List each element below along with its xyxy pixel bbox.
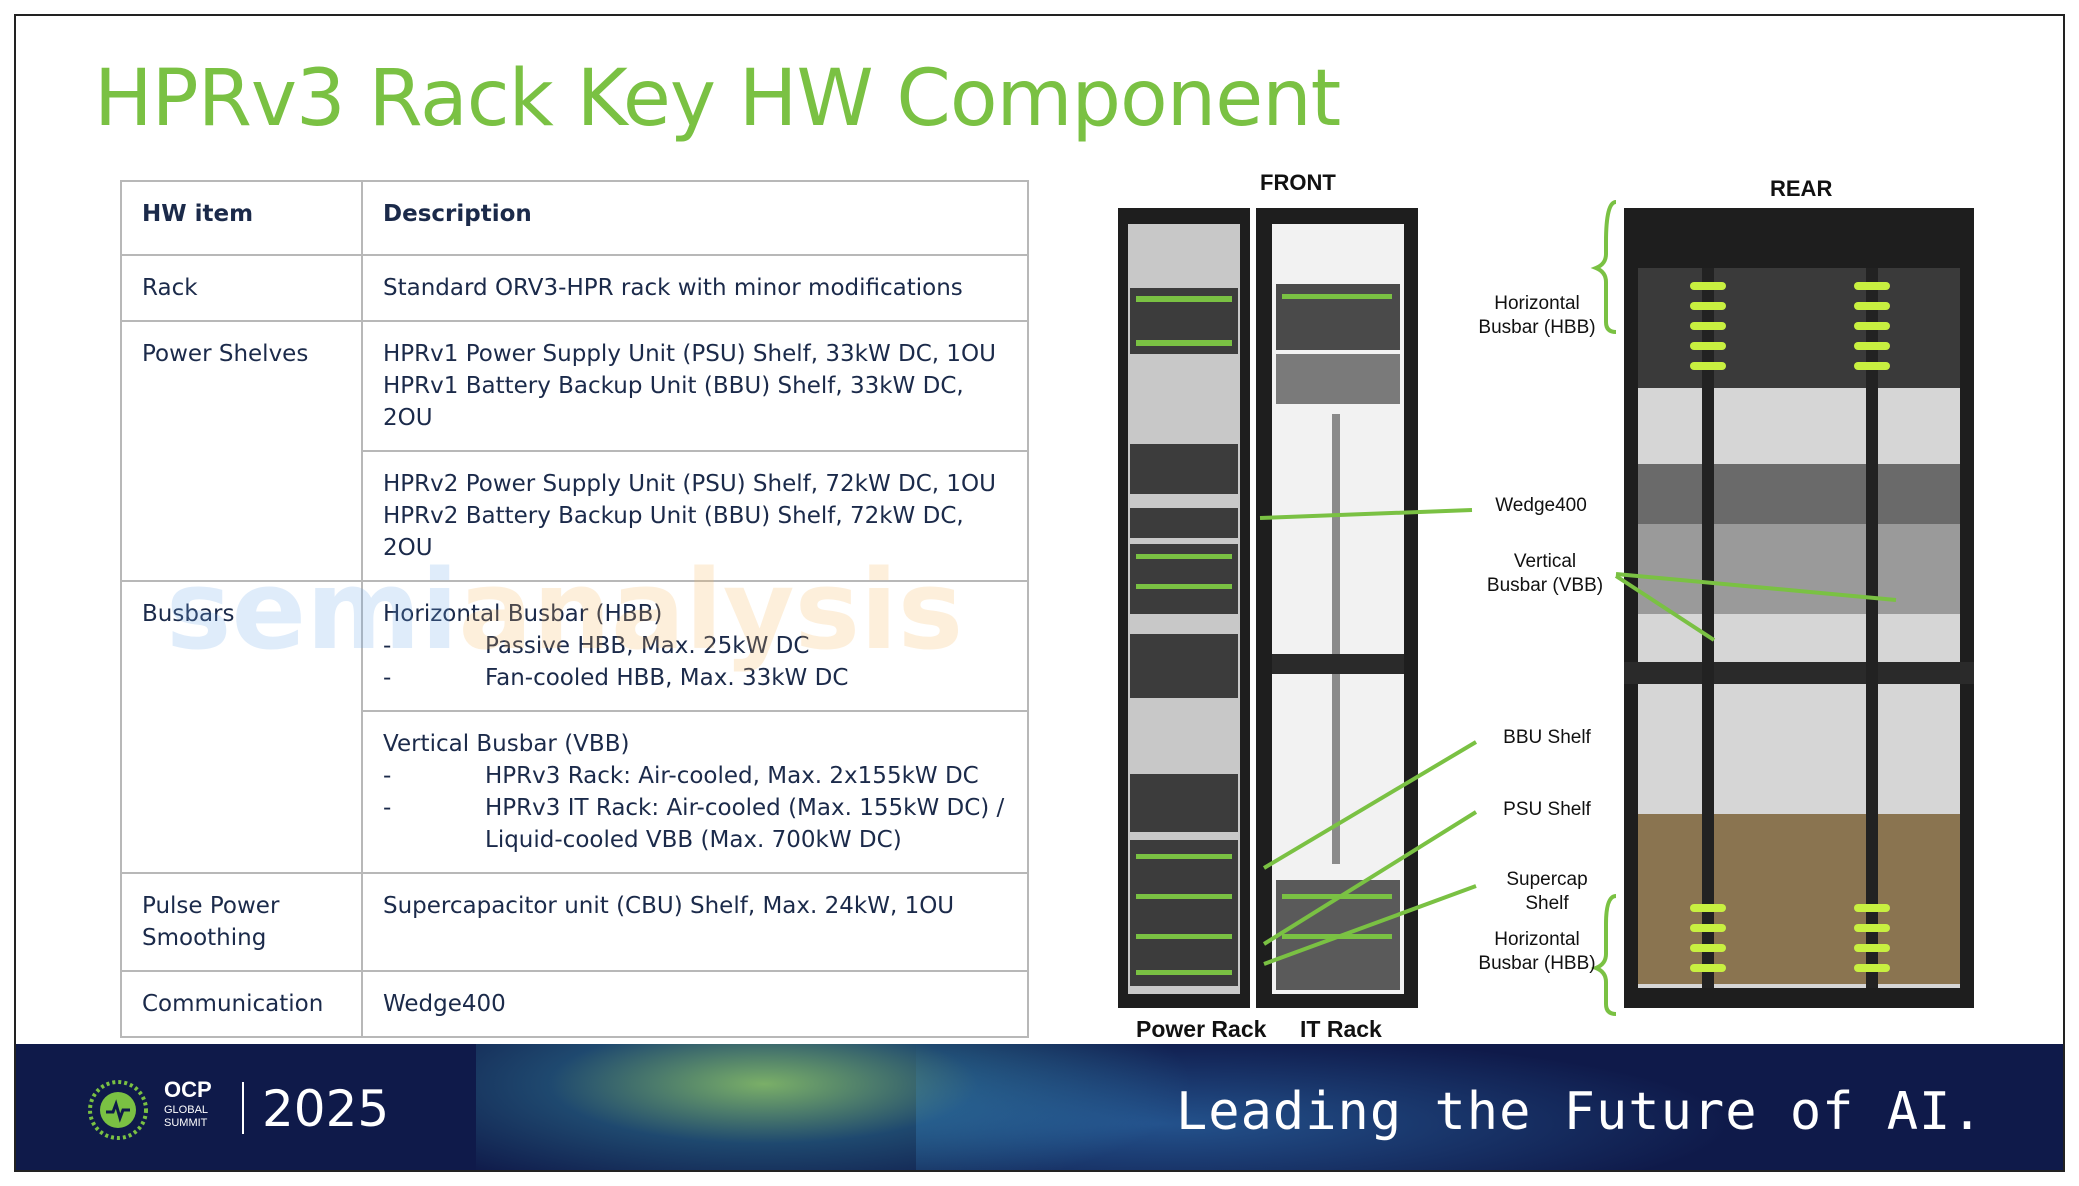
vbb-sub-item: -HPRv3 Rack: Air-cooled, Max. 2x155kW DC bbox=[383, 763, 979, 789]
rear-it-rack-label: IT Rack bbox=[1674, 1016, 1756, 1042]
row-item-communication: Communication bbox=[120, 970, 363, 1038]
table-row: HPRv2 Power Supply Unit (PSU) Shelf, 72k… bbox=[121, 450, 1029, 582]
psu-v2-line: HPRv2 Power Supply Unit (PSU) Shelf, 72k… bbox=[383, 471, 996, 497]
table-row: Vertical Busbar (VBB) -HPRv3 Rack: Air-c… bbox=[121, 710, 1029, 874]
vbb-title: Vertical Busbar (VBB) bbox=[383, 731, 630, 757]
vbb-sub-item: -HPRv3 IT Rack: Air-cooled (Max. 155kW D… bbox=[383, 795, 1005, 853]
footer-glow bbox=[916, 1044, 1736, 1170]
rack-illustration bbox=[1118, 200, 1974, 1016]
row-item-rack: Rack bbox=[120, 254, 363, 322]
row-desc-power-v1: HPRv1 Power Supply Unit (PSU) Shelf, 33k… bbox=[361, 320, 1029, 452]
ocp-logo-icon bbox=[88, 1080, 148, 1140]
rear-power-rack-label: Power Rack bbox=[1816, 1016, 1947, 1042]
table-header-row: HW item Description bbox=[120, 180, 1029, 256]
row-item-pulse: Pulse Power Smoothing bbox=[120, 872, 363, 972]
callout-vbb: Vertical Busbar (VBB) bbox=[1486, 551, 1604, 596]
table-row: Busbars Horizontal Busbar (HBB) -Passive… bbox=[120, 580, 1029, 874]
callout-bbu-shelf: BBU Shelf bbox=[1503, 727, 1591, 748]
row-desc-vbb: Vertical Busbar (VBB) -HPRv3 Rack: Air-c… bbox=[361, 710, 1029, 874]
callout-lines bbox=[1259, 200, 1897, 1016]
rack-diagram: FRONT REAR Horizontal Busbar (HBB) Wedge… bbox=[1096, 164, 2063, 1044]
callout-psu-shelf: PSU Shelf bbox=[1503, 799, 1591, 820]
rear-label: REAR bbox=[1770, 176, 1833, 201]
row-desc-pulse: Supercapacitor unit (CBU) Shelf, Max. 24… bbox=[361, 872, 1029, 972]
footer-year: 2025 bbox=[262, 1080, 390, 1138]
footer-glow bbox=[476, 1044, 1196, 1170]
header-hw-item: HW item bbox=[120, 180, 363, 256]
ocp-logo-subtext: GLOBAL SUMMIT bbox=[164, 1104, 209, 1129]
hw-component-table: HW item Description Rack Standard ORV3-H… bbox=[120, 180, 1029, 1038]
row-desc-communication: Wedge400 bbox=[361, 970, 1029, 1038]
rear-rack bbox=[1624, 208, 1974, 1008]
hbb-title: Horizontal Busbar (HBB) bbox=[383, 601, 663, 627]
row-item-power-shelves: Power Shelves bbox=[120, 320, 363, 582]
psu-v1-line: HPRv1 Power Supply Unit (PSU) Shelf, 33k… bbox=[383, 341, 996, 367]
row-desc-rack: Standard ORV3-HPR rack with minor modifi… bbox=[361, 254, 1029, 322]
table-row: Rack Standard ORV3-HPR rack with minor m… bbox=[120, 254, 1029, 322]
footer-divider bbox=[242, 1082, 244, 1134]
header-description: Description bbox=[361, 180, 1029, 256]
ocp-logo-text: OCP bbox=[164, 1077, 212, 1102]
bbu-v1-line: HPRv1 Battery Backup Unit (BBU) Shelf, 3… bbox=[383, 373, 964, 431]
front-power-rack bbox=[1118, 208, 1250, 1008]
bbu-v2-line: HPRv2 Battery Backup Unit (BBU) Shelf, 7… bbox=[383, 503, 964, 561]
callout-hbb-top: Horizontal Busbar (HBB) bbox=[1478, 293, 1596, 338]
callout-wedge400: Wedge400 bbox=[1495, 495, 1587, 516]
table-row: Communication Wedge400 bbox=[120, 970, 1029, 1038]
front-label: FRONT bbox=[1260, 170, 1336, 195]
footer-banner: OCP GLOBAL SUMMIT 2025 Leading the Futur… bbox=[16, 1044, 2063, 1170]
hbb-sub-item: -Fan-cooled HBB, Max. 33kW DC bbox=[383, 665, 849, 691]
front-it-rack bbox=[1256, 208, 1418, 1008]
front-power-rack-label: Power Rack bbox=[1136, 1016, 1267, 1042]
table-row: Power Shelves HPRv1 Power Supply Unit (P… bbox=[120, 320, 1029, 582]
front-it-rack-label: IT Rack bbox=[1300, 1016, 1382, 1042]
callout-supercap-shelf: Supercap Shelf bbox=[1506, 869, 1588, 914]
row-desc-power-v2: HPRv2 Power Supply Unit (PSU) Shelf, 72k… bbox=[361, 450, 1029, 582]
row-desc-hbb: Horizontal Busbar (HBB) -Passive HBB, Ma… bbox=[361, 580, 1029, 712]
table-row: Pulse Power Smoothing Supercapacitor uni… bbox=[120, 872, 1029, 972]
slide-title: HPRv3 Rack Key HW Component bbox=[94, 54, 1341, 144]
footer-tagline: Leading the Future of AI. bbox=[1176, 1082, 1984, 1142]
slide: HPRv3 Rack Key HW Component HW item Desc… bbox=[14, 14, 2065, 1172]
row-item-busbars: Busbars bbox=[120, 580, 363, 874]
callout-hbb-bottom: Horizontal Busbar (HBB) bbox=[1478, 929, 1596, 974]
hbb-sub-item: -Passive HBB, Max. 25kW DC bbox=[383, 633, 810, 659]
